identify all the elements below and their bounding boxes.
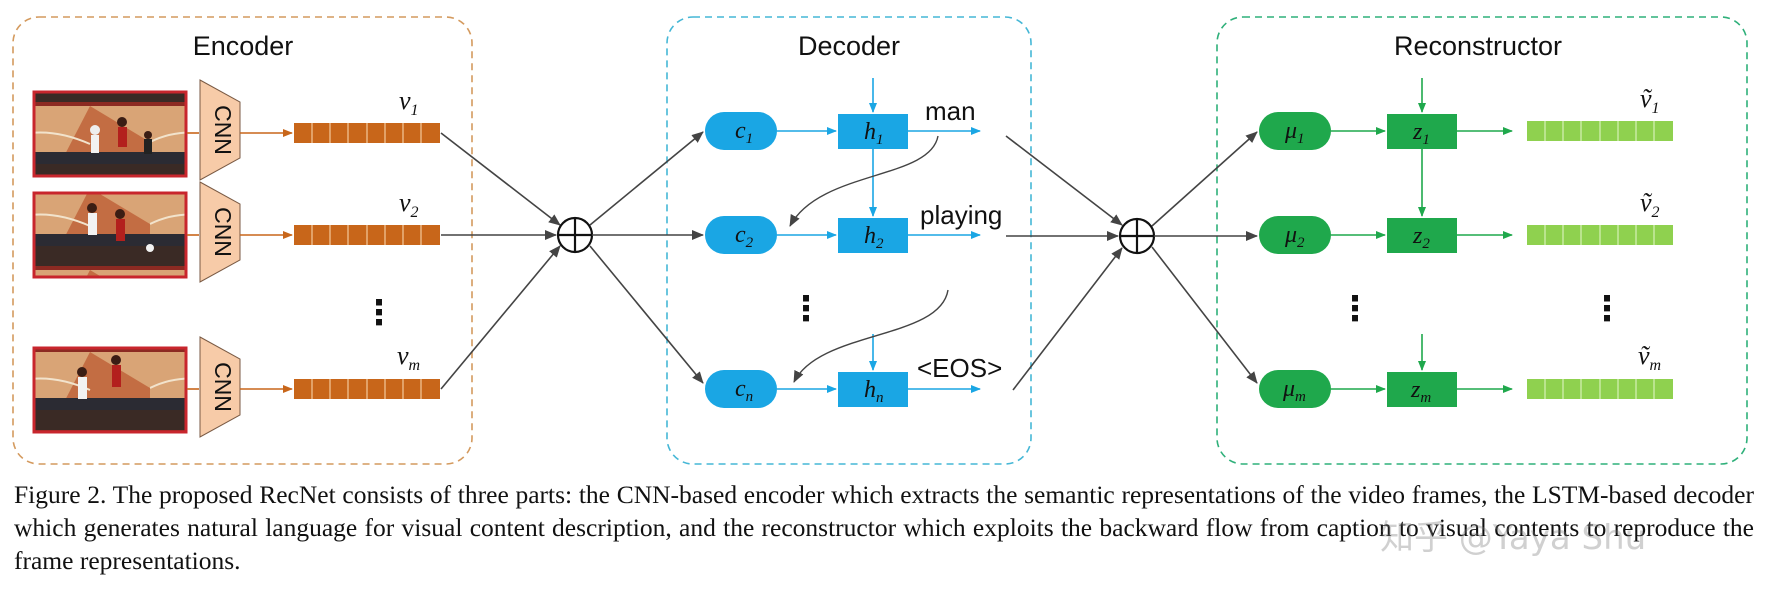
word-man: man — [925, 96, 976, 126]
cnn-label-m: CNN — [210, 362, 236, 412]
context-cn — [705, 370, 777, 408]
attention-mu2 — [1259, 216, 1331, 254]
feedback-arrow-n — [793, 289, 949, 383]
feature-vector-m — [294, 379, 440, 399]
hidden-z1 — [1387, 114, 1457, 149]
decoder-title: Decoder — [798, 31, 900, 61]
feedback-arrow-man — [789, 135, 939, 227]
word-eos: <EOS> — [917, 353, 1002, 383]
arrow-sum-cn — [589, 245, 704, 384]
video-frame-2 — [32, 191, 188, 279]
attention-mu1 — [1259, 112, 1331, 150]
feature-vector-1 — [294, 123, 440, 143]
video-frame-m — [32, 346, 188, 434]
reconstructor-ellipsis-2: ⋮ — [1590, 289, 1624, 329]
arrow-sum-c1 — [589, 131, 704, 226]
decoder-panel — [666, 16, 1032, 465]
decoder-ellipsis: ⋮ — [789, 289, 823, 329]
cnn-block-m: CNN — [199, 336, 241, 438]
hidden-hn — [838, 372, 908, 407]
label-c2: c2 — [735, 222, 754, 251]
reconstructor-ellipsis-1: ⋮ — [1338, 289, 1372, 329]
label-zm: zm — [1410, 377, 1431, 406]
hidden-h2 — [838, 218, 908, 253]
label-v1: v1 — [399, 86, 419, 119]
arrow-v1-sum — [440, 132, 561, 226]
arrow-sum-mu1 — [1151, 131, 1258, 227]
label-mu2: μ2 — [1284, 222, 1305, 251]
figure-caption: Figure 2. The proposed RecNet consists o… — [14, 480, 1754, 575]
cnn-label-1: CNN — [210, 105, 236, 155]
label-h1: h1 — [864, 119, 884, 148]
attention-sum-encoder — [556, 216, 594, 254]
arrow-h1-sum — [1005, 135, 1123, 226]
watermark: 知乎 @Yaya Shu — [1380, 518, 1647, 558]
label-vm: vm — [397, 341, 420, 374]
label-mum: μm — [1282, 376, 1306, 405]
reconstructed-vector-m — [1527, 379, 1673, 399]
label-z1: z1 — [1412, 119, 1430, 148]
attention-sum-decoder — [1118, 217, 1156, 255]
arrow-sum-mum — [1151, 246, 1258, 384]
reconstructed-vector-2 — [1527, 225, 1673, 245]
reconstructed-vector-1 — [1527, 121, 1673, 141]
encoder-title: Encoder — [193, 31, 294, 61]
label-z2: z2 — [1412, 223, 1430, 252]
label-mu1: μ1 — [1284, 118, 1305, 147]
feature-vector-2 — [294, 225, 440, 245]
label-vtilde2: ṽ2 — [1640, 188, 1660, 221]
label-h2: h2 — [864, 223, 884, 252]
context-c1 — [705, 112, 777, 150]
label-cn: cn — [735, 376, 753, 405]
reconstructor-title: Reconstructor — [1394, 31, 1562, 61]
hidden-h1 — [838, 114, 908, 149]
arrow-vm-sum — [440, 245, 561, 390]
hidden-zm — [1387, 372, 1457, 407]
hidden-z2 — [1387, 218, 1457, 253]
cnn-block-2: CNN — [199, 181, 241, 283]
label-vtilde1: ṽ1 — [1640, 84, 1660, 117]
video-frame-1 — [32, 90, 188, 178]
attention-mum — [1259, 370, 1331, 408]
label-c1: c1 — [735, 118, 753, 147]
label-hn: hn — [864, 377, 884, 406]
arrow-hn-sum — [1012, 247, 1123, 391]
encoder-ellipsis: ⋮ — [362, 293, 396, 333]
context-c2 — [705, 216, 777, 254]
cnn-block-1: CNN — [199, 79, 241, 181]
cnn-label-2: CNN — [210, 207, 236, 257]
encoder-panel — [12, 16, 473, 465]
reconstructor-panel — [1216, 16, 1748, 465]
label-v2: v2 — [399, 188, 419, 221]
word-playing: playing — [920, 200, 1002, 230]
label-vtildem: ṽm — [1638, 341, 1661, 374]
recnet-diagram: Encoder Decoder Reconstructor CNN CNN CN… — [12, 16, 1748, 465]
